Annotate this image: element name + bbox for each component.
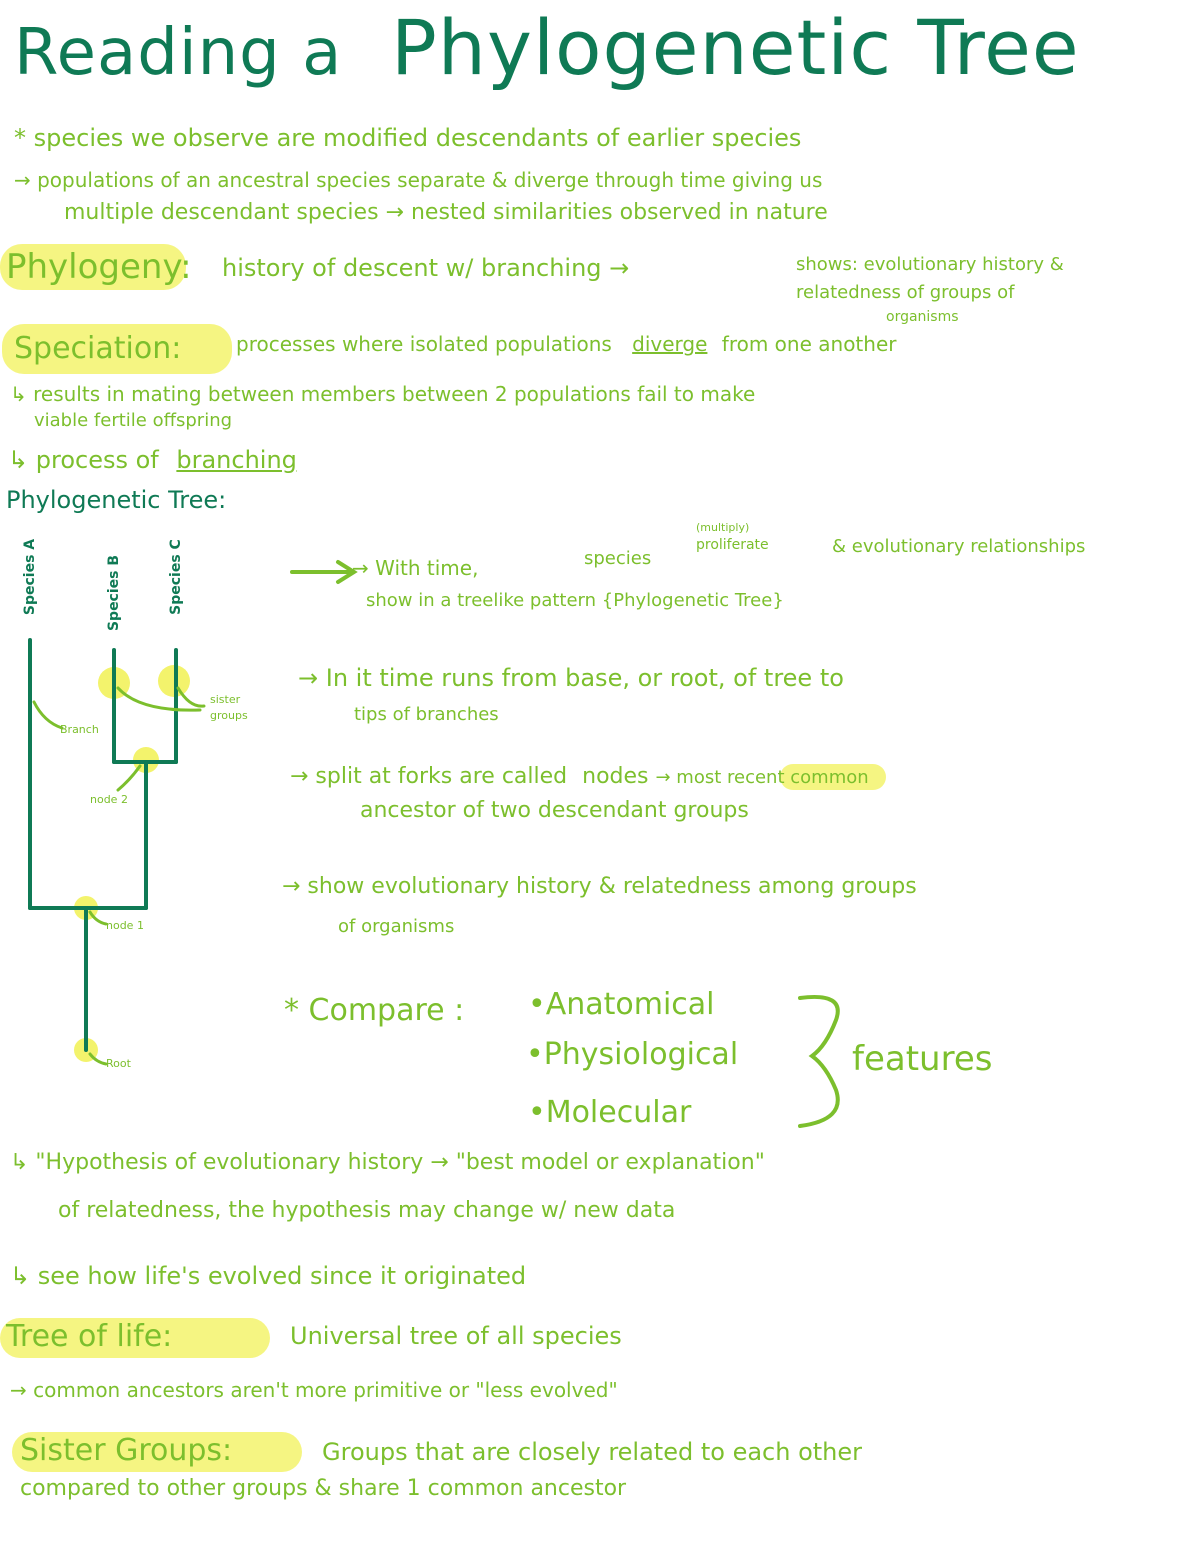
branch-pointer — [32, 700, 64, 730]
speciation-def: processes where isolated populations div… — [236, 334, 896, 354]
compare-item-anatomical: •Anatomical — [528, 987, 715, 1022]
speciation-process-word: branching — [176, 446, 297, 474]
sister-groups-term: Sister Groups: — [20, 1433, 233, 1468]
note3-line1-b: → most recent common — [655, 767, 869, 788]
title-part2: Phylogenetic Tree — [390, 3, 1080, 92]
see-line: ↳ see how life's evolved since it origin… — [10, 1262, 527, 1290]
hypothesis-line2: of relatedness, the hypothesis may chang… — [58, 1198, 676, 1223]
node2-pointer — [116, 764, 142, 792]
title-part1: Reading a — [14, 16, 343, 90]
node1-label: node 1 — [106, 919, 144, 932]
phylogeny-def: history of descent w/ branching → — [222, 254, 630, 282]
speciation-highlight — [2, 324, 232, 374]
node1-pointer — [88, 910, 108, 926]
hypothesis-line1: ↳ "Hypothesis of evolutionary history → … — [10, 1150, 765, 1175]
root-label: Root — [106, 1057, 131, 1070]
tree-heading: Phylogenetic Tree: — [6, 486, 227, 514]
sister-groups-def2: compared to other groups & share 1 commo… — [20, 1476, 627, 1501]
phylogeny-term: Phylogeny: — [6, 247, 192, 287]
speciation-process: ↳ process of branching — [8, 448, 297, 472]
sister-pointer-b — [116, 686, 202, 712]
note1-line1-c: & evolutionary relationships — [832, 536, 1086, 557]
tree-of-life-note: → common ancestors aren't more primitive… — [10, 1378, 618, 1402]
phylogeny-shows1: shows: evolutionary history & — [796, 254, 1064, 275]
phylogeny-shows2: relatedness of groups of — [796, 282, 1015, 303]
intro-line2: → populations of an ancestral species se… — [14, 168, 823, 192]
speciation-result1: ↳ results in mating between members betw… — [10, 382, 756, 406]
sister-groups-def1: Groups that are closely related to each … — [322, 1438, 863, 1466]
tree-of-life-def: Universal tree of all species — [290, 1322, 622, 1350]
nodes-highlight — [780, 764, 886, 790]
compare-label: * Compare : — [284, 993, 465, 1028]
tree-of-life-term: Tree of life: — [6, 1319, 173, 1354]
speciation-diverge: diverge — [632, 332, 708, 356]
note1-line1-b: species — [584, 548, 652, 569]
note3-nodes: nodes — [582, 764, 649, 789]
speciation-result2: viable fertile offspring — [34, 410, 233, 431]
phylogeny-shows3: organisms — [886, 309, 959, 325]
note3-line1-a: → split at forks are called — [290, 764, 568, 789]
speciation-term: Speciation: — [14, 331, 182, 366]
phylogeny-highlight — [0, 244, 186, 290]
note3-line2: ancestor of two descendant groups — [360, 798, 749, 823]
note3-line1: → split at forks are called nodes → most… — [290, 766, 869, 788]
note1-arrowhead — [336, 560, 358, 584]
intro-line3: multiple descendant species → nested sim… — [64, 200, 828, 225]
speciation-def-end: from one another — [721, 332, 897, 356]
compare-features: features — [852, 1039, 993, 1079]
sister-groups-label-2: groups — [210, 709, 248, 722]
compare-item-physiological: •Physiological — [526, 1037, 739, 1072]
note2-line2: tips of branches — [354, 704, 499, 725]
branch-label: Branch — [60, 723, 99, 736]
sister-groups-label-1: sister — [210, 693, 241, 706]
note4-line2: of organisms — [338, 916, 455, 937]
speciation-process-prefix: ↳ process of — [8, 446, 159, 474]
note1-small-2: proliferate — [696, 537, 769, 553]
root-pointer — [88, 1052, 108, 1066]
note4-line1: → show evolutionary history & relatednes… — [282, 874, 917, 899]
compare-item-molecular: •Molecular — [528, 1095, 692, 1130]
sister-pointer-c — [176, 686, 206, 708]
note1-small-1: (multiply) — [696, 521, 750, 534]
sister-groups-highlight — [12, 1432, 302, 1472]
note1-line2: show in a treelike pattern {Phylogenetic… — [366, 590, 784, 611]
tree-of-life-highlight — [0, 1318, 270, 1358]
speciation-def-text: processes where isolated populations — [236, 332, 612, 356]
page-title: Reading a Phylogenetic Tree — [14, 10, 1080, 86]
note1-line1-a: → With time, — [352, 556, 479, 580]
intro-line1: * species we observe are modified descen… — [14, 124, 802, 152]
note2-line1: → In it time runs from base, or root, of… — [298, 664, 844, 692]
node2-label: node 2 — [90, 793, 128, 806]
